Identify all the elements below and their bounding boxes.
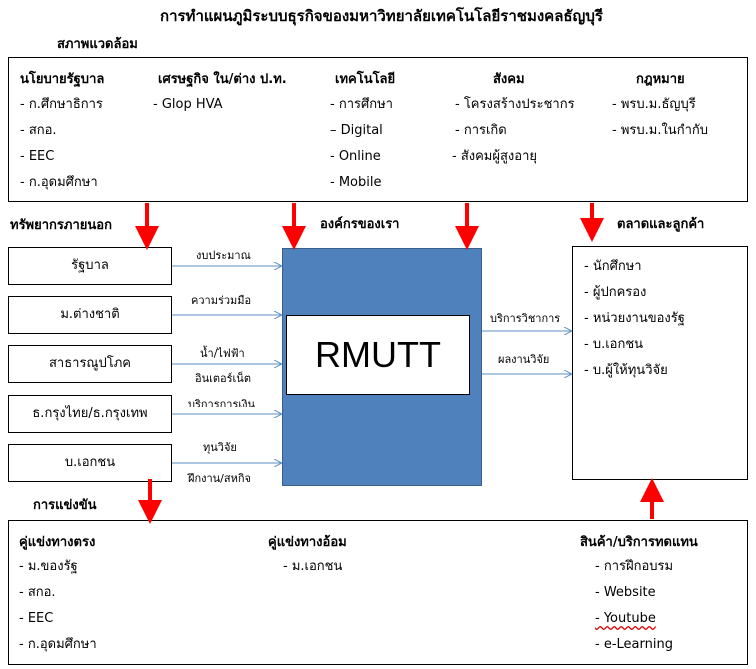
flow-label: อินเตอร์เน็ต xyxy=(195,372,251,385)
competition-heading-substitutes: สินค้า/บริการทดแทน xyxy=(580,535,698,550)
market-label: ตลาดและลูกค้า xyxy=(617,217,705,232)
flow-label: ทุนวิจัย xyxy=(203,441,237,454)
source-box-utilities: สาธารณูปโภค xyxy=(8,345,172,383)
list-item-text: - Youtube xyxy=(595,611,656,626)
list-item: - การฝึกอบรม xyxy=(595,559,674,574)
organization-label: องค์กรของเรา xyxy=(320,217,400,232)
organization-name-box: RMUTT xyxy=(286,315,470,395)
list-item: - พรบ.ม.ธัญบุรี xyxy=(612,97,696,112)
list-item: - EEC xyxy=(19,611,54,626)
competition-heading-direct: คู่แข่งทางตรง xyxy=(19,535,96,550)
source-label: ม.ต่างชาติ xyxy=(60,307,120,322)
list-item: - ก.อุดมศึกษา xyxy=(20,175,98,190)
environment-label: สภาพแวดล้อม xyxy=(57,37,138,52)
competition-box xyxy=(8,520,748,665)
competition-heading-indirect: คู่แข่งทางอ้อม xyxy=(268,535,347,550)
env-list-society: - โครงสร้างประชากร - การเกิด - สังคมผู้ส… xyxy=(452,92,575,170)
list-item: - Glop HVA xyxy=(153,97,223,112)
source-box-banks: ธ.กรุงไทย/ธ.กรุงเทพ xyxy=(8,395,172,433)
flow-label: บริการการเงิน xyxy=(188,398,256,407)
source-label: ธ.กรุงไทย/ธ.กรุงเทพ xyxy=(32,406,148,421)
list-item: - การศึกษา xyxy=(330,97,393,112)
output-label: บริการวิชาการ xyxy=(490,312,561,325)
external-resources-label: ทรัพยากรภายนอก xyxy=(10,218,112,233)
env-list-technology: - การศึกษา – Digital - Online - Mobile xyxy=(330,92,393,196)
competition-list-substitutes: - การฝึกอบรม - Website - Youtube - e-Lea… xyxy=(595,554,673,658)
competition-list-direct: - ม.ของรัฐ - สกอ. - EEC - ก.อุดมศึกษา xyxy=(19,554,97,658)
competition-label: การแข่งขัน xyxy=(33,498,97,513)
list-item: - ม.เอกชน xyxy=(283,559,343,574)
source-label: รัฐบาล xyxy=(71,258,109,273)
env-list-economy: - Glop HVA xyxy=(153,92,223,118)
market-box xyxy=(572,246,748,480)
source-box-government: รัฐบาล xyxy=(8,247,172,285)
list-item: - สกอ. xyxy=(19,585,56,600)
flow-label: ฝึกงาน/สหกิจ xyxy=(188,472,251,485)
flow-label: น้ำ/ไฟฟ้า xyxy=(200,347,245,360)
source-label: สาธารณูปโภค xyxy=(48,356,131,371)
list-item: - Youtube xyxy=(595,606,673,632)
env-heading-society: สังคม xyxy=(493,72,525,87)
page-title: การทำแผนภูมิระบบธุรกิจของมหาวิทยาลัยเทคโ… xyxy=(160,7,603,25)
list-item: - Website xyxy=(595,585,656,600)
market-list: - นักศึกษา - ผู้ปกครอง - หน่วยงานของรัฐ … xyxy=(584,254,685,384)
env-heading-policy: นโยบายรัฐบาล xyxy=(20,72,105,87)
list-item: - สกอ. xyxy=(20,123,57,138)
list-item: - Online xyxy=(330,149,381,164)
list-item: - สังคมผู้สูงอายุ xyxy=(452,149,537,164)
list-item: - บ.เอกชน xyxy=(584,337,644,352)
env-list-law: - พรบ.ม.ธัญบุรี - พรบ.ม.ในกำกับ xyxy=(612,92,708,144)
competition-list-indirect: - ม.เอกชน xyxy=(283,554,342,580)
list-item: - e-Learning xyxy=(595,637,673,652)
source-box-private-company: บ.เอกชน xyxy=(8,444,172,482)
list-item: - ก.อุดมศึกษา xyxy=(19,637,97,652)
list-item: - EEC xyxy=(20,149,55,164)
source-label: บ.เอกชน xyxy=(64,455,116,470)
list-item: – Digital xyxy=(330,123,383,138)
list-item: - Mobile xyxy=(330,175,382,190)
env-heading-technology: เทคโนโลยี xyxy=(335,72,396,87)
list-item: - พรบ.ม.ในกำกับ xyxy=(612,123,708,138)
flow-label: งบประมาณ xyxy=(196,249,251,262)
env-heading-law: กฎหมาย xyxy=(636,72,685,87)
output-label: ผลงานวิจัย xyxy=(498,353,550,366)
list-item: - บ.ผู้ให้ทุนวิจัย xyxy=(584,363,668,378)
organization-name: RMUTT xyxy=(315,334,441,375)
flow-label: ความร่วมมือ xyxy=(191,294,252,307)
list-item: - ม.ของรัฐ xyxy=(19,559,78,574)
env-list-policy: - ก.ศึกษาธิการ - สกอ. - EEC - ก.อุดมศึกษ… xyxy=(20,92,103,196)
list-item: - ผู้ปกครอง xyxy=(584,285,647,300)
list-item: - การเกิด xyxy=(455,123,507,138)
list-item: - นักศึกษา xyxy=(584,259,642,274)
source-box-foreign-university: ม.ต่างชาติ xyxy=(8,296,172,334)
list-item: - โครงสร้างประชากร xyxy=(455,97,575,112)
list-item: - หน่วยงานของรัฐ xyxy=(584,311,685,326)
environment-box xyxy=(8,57,748,202)
env-heading-economy: เศรษฐกิจ ใน/ต่าง ป.ท. xyxy=(158,72,287,87)
list-item: - ก.ศึกษาธิการ xyxy=(20,97,103,112)
